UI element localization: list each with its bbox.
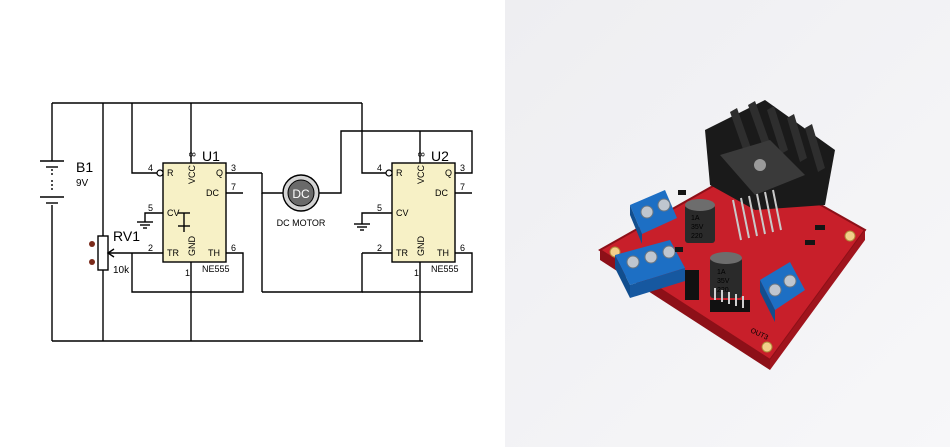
svg-text:DC: DC [206, 188, 219, 198]
potentiometer-rv1: RV1 10k [89, 103, 140, 341]
svg-text:1: 1 [414, 268, 419, 278]
svg-text:7: 7 [231, 182, 236, 192]
svg-text:7: 7 [460, 182, 465, 192]
svg-text:2: 2 [148, 243, 153, 253]
svg-text:6: 6 [460, 243, 465, 253]
u1-ref: U1 [202, 148, 220, 164]
svg-text:4: 4 [377, 163, 382, 173]
svg-text:1: 1 [185, 268, 190, 278]
wire-u2-cv-ground [361, 212, 392, 224]
l298n-module-photo: OUT3 1A 35V 220 1A 35V 220 [505, 0, 950, 447]
svg-text:GND: GND [416, 236, 426, 257]
wire-motor-u2-trigger [262, 253, 363, 293]
ic-u1: U1 NE555 R Q DC CV TR TH VCC GND 4 8 3 7… [148, 148, 236, 278]
wire-u1-reset [131, 103, 158, 174]
terminal-block-front [615, 240, 685, 298]
svg-text:CV: CV [396, 208, 409, 218]
terminal-block-left [630, 190, 677, 244]
svg-text:220: 220 [691, 233, 703, 240]
svg-text:TH: TH [208, 248, 220, 258]
wire-u1-trigger-loop [131, 252, 244, 293]
svg-text:TR: TR [396, 248, 408, 258]
svg-text:3: 3 [231, 163, 236, 173]
svg-text:R: R [396, 168, 403, 178]
wire-u2-reset [361, 103, 387, 174]
svg-text:8: 8 [187, 152, 197, 157]
heatsink [705, 100, 835, 210]
svg-text:5: 5 [377, 203, 382, 213]
svg-text:Q: Q [216, 168, 223, 178]
battery-ref: B1 [76, 159, 93, 175]
svg-text:3: 3 [460, 163, 465, 173]
svg-text:VCC: VCC [187, 164, 197, 184]
motor-symbol: DC [292, 187, 310, 201]
svg-text:6: 6 [231, 243, 236, 253]
svg-text:TR: TR [167, 248, 179, 258]
u1-part: NE555 [202, 264, 230, 274]
svg-text:2: 2 [377, 243, 382, 253]
svg-text:CV: CV [167, 208, 180, 218]
wire-u2-output [423, 130, 473, 174]
smd-components [675, 190, 825, 252]
ic-u2: U2 NE555 R Q DC CV TR TH VCC GND 4 8 3 7… [377, 148, 465, 278]
circuit-schematic: B1 9V RV1 10k U1 NE555 R Q DC CV TR TH V… [40, 102, 473, 342]
capacitor-1: 1A 35V 220 [685, 199, 715, 243]
svg-text:35V: 35V [691, 224, 704, 231]
capacitor-2: 1A 35V 220 [710, 252, 742, 298]
svg-text:5: 5 [148, 203, 153, 213]
motor-label: DC MOTOR [277, 218, 326, 228]
svg-text:R: R [167, 168, 174, 178]
svg-text:35V: 35V [717, 278, 730, 285]
wire-u1-cv-ground [144, 212, 163, 222]
svg-text:4: 4 [148, 163, 153, 173]
header-pins [685, 270, 750, 312]
battery-value: 9V [76, 178, 89, 189]
svg-text:VCC: VCC [416, 164, 426, 184]
svg-text:1A: 1A [717, 269, 726, 276]
pot-value: 10k [113, 265, 130, 276]
dc-motor: DC DC MOTOR [261, 130, 423, 228]
driver-chip-leads [732, 189, 782, 241]
u2-part: NE555 [431, 264, 459, 274]
svg-text:GND: GND [187, 236, 197, 257]
svg-text:DC: DC [435, 188, 448, 198]
battery-b1: B1 9V [40, 103, 93, 341]
svg-text:1A: 1A [691, 215, 700, 222]
svg-text:8: 8 [416, 152, 426, 157]
svg-text:TH: TH [437, 248, 449, 258]
svg-text:Q: Q [445, 168, 452, 178]
u2-ref: U2 [431, 148, 449, 164]
pot-ref: RV1 [113, 228, 140, 244]
